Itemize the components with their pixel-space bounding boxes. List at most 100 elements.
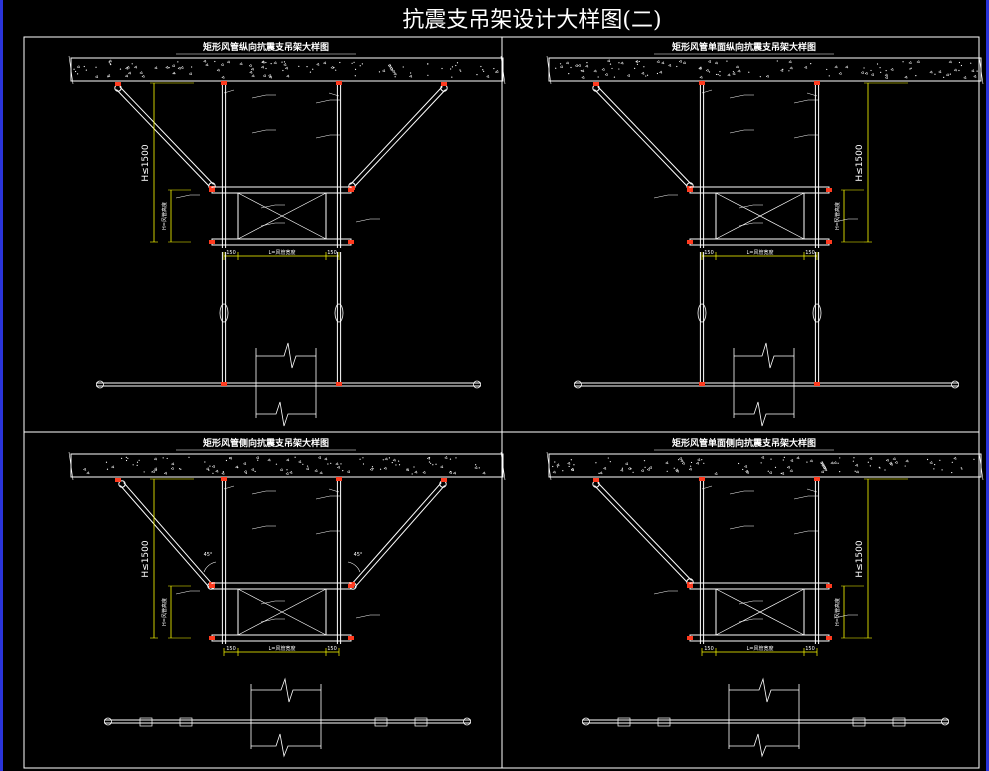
aggregate-chip [948,60,952,64]
aggregate-dot [961,468,963,470]
callout-leader [355,614,371,619]
brace-hinge-icon [118,480,126,488]
aggregate-dot [362,463,365,465]
callout-leader [315,530,331,535]
aggregate-dot [960,64,963,67]
aggregate-dot [432,464,434,466]
aggregate-chip [485,74,490,78]
aggregate-dot [828,75,830,77]
aggregate-chip [780,471,785,475]
aggregate-chip [796,456,800,460]
aggregate-dot [138,459,140,461]
aggregate-chip [602,466,607,470]
aggregate-dot [136,461,139,463]
panel-title: 矩形风管单面纵向抗震支吊架大样图 [671,41,816,53]
panel-title: 矩形风管纵向抗震支吊架大样图 [202,41,329,53]
aggregate-dot [394,76,396,78]
aggregate-chip [929,70,933,74]
leader-line [223,485,235,490]
duct-elevation-break [733,342,795,427]
aggregate-dot [960,467,962,469]
aggregate-chip [929,461,933,465]
aggregate-dot [339,61,341,64]
aggregate-chip [640,468,644,472]
diagonal-brace [114,84,216,190]
aggregate-dot [806,461,808,463]
aggregate-dot [254,470,256,473]
aggregate-chip [821,464,826,468]
anchor-bolt-icon [699,81,705,85]
aggregate-chip [151,469,156,473]
span-label-left: 150 [704,646,714,652]
aggregate-chip [393,72,397,76]
aggregate-chip [243,469,247,473]
aggregate-dot [586,62,588,64]
aggregate-dot [309,71,312,73]
aggregate-chip [823,466,827,470]
aggregate-chip [786,465,791,469]
aggregate-dot [759,76,761,78]
aggregate-dot [973,458,975,460]
aggregate-chip [737,69,741,73]
aggregate-dot [76,73,79,75]
aggregate-chip [890,67,894,71]
aggregate-chip [744,469,749,473]
aggregate-dot [335,69,337,71]
aggregate-chip [860,70,864,74]
aggregate-chip [830,461,834,465]
aggregate-dot [611,67,613,70]
upper-channel [211,582,352,590]
aggregate-chip [905,459,909,463]
aggregate-chip [262,74,266,78]
duct-section [715,588,805,636]
aggregate-dot [209,465,211,467]
aggregate-dot [391,461,393,464]
slab-break-line [546,55,552,85]
aggregate-chip [953,68,957,72]
aggregate-chip [283,62,287,66]
aggregate-chip [833,461,837,465]
aggregate-dot [178,468,181,470]
slab-outline [70,57,504,82]
aggregate-dot [110,63,112,66]
callout-leader [175,590,191,595]
aggregate-chip [108,59,112,63]
aggregate-chip [94,75,99,79]
diagonal-brace [349,480,447,590]
aggregate-chip [664,461,669,465]
duct-section [237,192,327,240]
brace-end-icon [951,380,959,389]
aggregate-chip [153,467,158,471]
aggregate-dot [618,68,620,70]
aggregate-dot [493,67,495,70]
aggregate-chip [788,60,792,64]
aggregate-chip [658,70,663,74]
aggregate-chip [885,458,889,462]
aggregate-dot [353,61,355,63]
aggregate-chip [82,467,87,471]
leader-line [806,488,818,493]
aggregate-dot [283,61,286,63]
aggregate-dot [330,462,332,464]
aggregate-dot [298,65,300,67]
anchor-bolt-icon [441,478,447,482]
upper-channel [689,186,830,194]
aggregate-chip [760,455,765,459]
aggregate-chip [641,71,645,75]
aggregate-chip [153,457,157,461]
callout-leader [260,222,276,227]
aggregate-chip [908,61,912,65]
aggregate-dot [597,76,599,78]
slab-outline [548,453,982,478]
aggregate-dot [690,465,692,467]
callout-leader [729,129,745,134]
turnbuckle-icon [219,303,229,323]
duct-support-frame [211,186,352,246]
aggregate-dot [354,75,356,77]
aggregate-dot [742,468,744,471]
anchor-bolt-icon [115,478,121,482]
aggregate-chip [789,458,794,462]
aggregate-dot [225,459,228,462]
